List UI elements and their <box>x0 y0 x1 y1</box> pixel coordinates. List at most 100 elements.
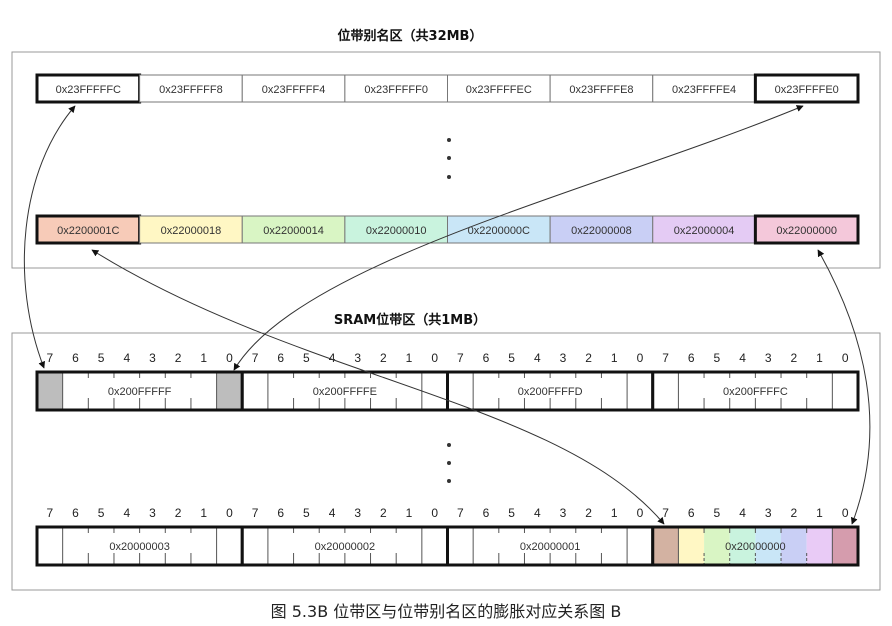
bit-cell <box>550 527 576 565</box>
alias-address: 0x22000018 <box>161 225 222 237</box>
bit-label: 1 <box>200 351 207 365</box>
byte-address: 0x200FFFFF <box>108 386 172 398</box>
bit-cell <box>806 372 833 410</box>
bit-cell <box>704 372 730 410</box>
bit-cell <box>473 372 499 410</box>
dot <box>447 156 451 160</box>
alias-address: 0x22000004 <box>674 225 735 237</box>
bit-label: 7 <box>252 506 259 520</box>
bit-cell <box>447 372 474 410</box>
bit-cell <box>601 527 628 565</box>
bit-label: 4 <box>534 351 541 365</box>
bit-label: 3 <box>765 506 772 520</box>
alias-cell <box>344 74 448 103</box>
bit-cell <box>139 527 166 565</box>
bit-label: 2 <box>791 506 798 520</box>
alias-address: 0x22000014 <box>263 225 324 237</box>
alias-top-row: 0x23FFFFFC 0x23FFFFF8 0x23FFFFF4 0x23FFFFF0… <box>35 73 860 104</box>
bit-label: 6 <box>72 351 79 365</box>
arrow-22000000-to-bit0 <box>817 249 871 525</box>
dot <box>447 479 451 483</box>
bit-cell <box>704 527 730 565</box>
bit-cell <box>421 527 448 565</box>
alias-address: 0x23FFFFFC <box>56 84 121 96</box>
byte-address: 0x200FFFFD <box>518 386 583 398</box>
byte-address: 0x20000001 <box>520 541 581 553</box>
bit-cell <box>755 527 782 565</box>
alias-cell-highlight <box>753 73 860 104</box>
bit-cell <box>37 527 63 565</box>
bit-cell <box>473 527 499 565</box>
bit-label: 0 <box>226 506 233 520</box>
bit-cell <box>421 372 448 410</box>
bit-cell <box>190 372 217 410</box>
bit-label: 0 <box>842 351 849 365</box>
bit-label: 3 <box>560 351 567 365</box>
bit-label: 2 <box>585 506 592 520</box>
bit-label: 2 <box>380 506 387 520</box>
bit-cell <box>242 372 268 410</box>
bit-cell <box>216 527 243 565</box>
alias-address: 0x23FFFFF8 <box>159 84 223 96</box>
alias-address: 0x23FFFFF0 <box>364 84 428 96</box>
bit-label: 1 <box>200 506 207 520</box>
bit-label: 5 <box>508 506 515 520</box>
arrow-2200001C-to-bit7 <box>91 249 665 525</box>
byte-address: 0x20000000 <box>725 541 786 553</box>
bit-cell <box>627 527 653 565</box>
bit-label: 6 <box>277 351 284 365</box>
arrow-23FFFFFC-to-bit7 <box>23 105 76 369</box>
mapping-arrows <box>23 105 871 525</box>
bit-label: 1 <box>816 506 823 520</box>
bit-label: 1 <box>611 506 618 520</box>
bit-cell <box>729 527 756 565</box>
bit-label: 3 <box>149 506 156 520</box>
bit-label: 5 <box>303 351 310 365</box>
bit-cell <box>498 527 525 565</box>
bit-cell <box>627 372 653 410</box>
bit-cell <box>113 527 140 565</box>
bit-label: 2 <box>791 351 798 365</box>
bit-label: 2 <box>585 351 592 365</box>
bit-label: 4 <box>739 506 746 520</box>
bit-label: 2 <box>175 351 182 365</box>
byte-address: 0x20000003 <box>109 541 170 553</box>
bit-cell <box>832 527 858 565</box>
sram-region-title: SRAM位带区（共1MB） <box>334 312 486 328</box>
bit-label: 4 <box>329 506 336 520</box>
figure-caption: 图 5.3B 位带区与位带别名区的膨胀对应关系图 B <box>271 602 622 621</box>
bit-cell <box>524 527 551 565</box>
alias-address: 0x23FFFFE8 <box>569 84 633 96</box>
bit-label: 6 <box>72 506 79 520</box>
alias-cell <box>549 74 654 103</box>
bit-label: 5 <box>98 506 105 520</box>
bit-label: 6 <box>688 351 695 365</box>
bit-label: 7 <box>662 351 669 365</box>
alias-cell <box>652 74 756 103</box>
alias-address: 0x23FFFFF4 <box>262 84 326 96</box>
alias-address: 0x22000008 <box>571 225 632 237</box>
bit-label: 0 <box>637 506 644 520</box>
bit-label: 3 <box>765 351 772 365</box>
byte-address: 0x200FFFFC <box>723 386 788 398</box>
bit-label: 6 <box>688 506 695 520</box>
ellipsis-dots <box>447 138 451 179</box>
bit-cell <box>242 527 268 565</box>
bit-label: 2 <box>380 351 387 365</box>
bit-label: 6 <box>277 506 284 520</box>
bit-label: 0 <box>431 351 438 365</box>
dot <box>447 175 451 179</box>
bit-cell <box>601 372 628 410</box>
bit-cell <box>575 527 602 565</box>
alias-cell <box>139 74 243 103</box>
alias-address: 0x23FFFFEC <box>466 84 532 96</box>
bit-label: 5 <box>303 506 310 520</box>
bit-label: 7 <box>252 351 259 365</box>
bit-cell <box>396 527 422 565</box>
byte-address: 0x200FFFFE <box>313 386 377 398</box>
bit-label: 3 <box>354 506 361 520</box>
bit-cell <box>267 372 294 410</box>
bit-cell <box>370 527 397 565</box>
bit-cell <box>806 527 833 565</box>
